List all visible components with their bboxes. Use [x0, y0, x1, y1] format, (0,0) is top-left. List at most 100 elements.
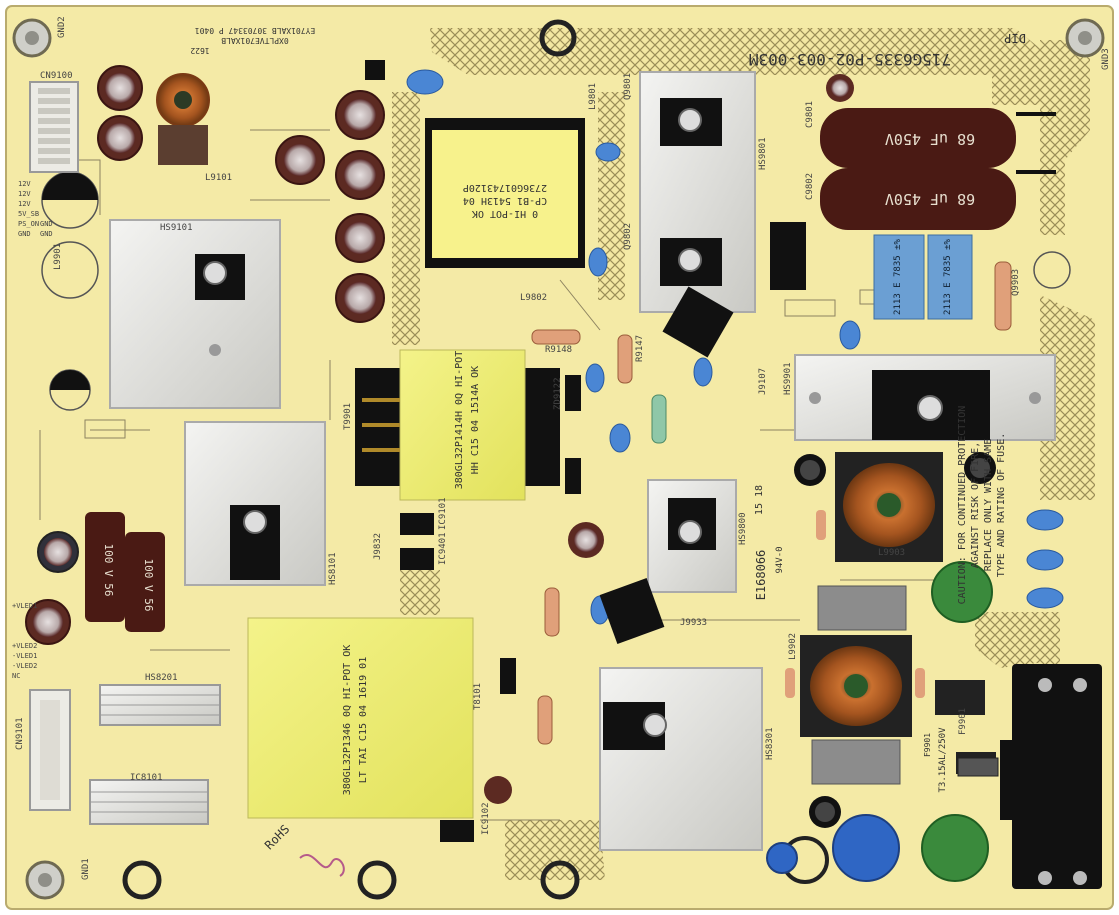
- label-cn9100: CN9100: [40, 71, 73, 81]
- label-f9901: F9901: [958, 708, 968, 735]
- label-flammability: 94V-0: [775, 546, 785, 573]
- transformer-t8101-text-1: 380GL32P1414H 0Q HI-POT: [454, 351, 465, 489]
- label-dip: DIP: [1004, 31, 1026, 45]
- label-c9802: C9802: [805, 173, 815, 200]
- x2-cap-text-1: 2113 E 7835 ±%: [893, 238, 903, 314]
- heatsink-hs9101: [109, 219, 281, 409]
- label-fuse-ref: F9901: [923, 733, 932, 757]
- y-capacitors: [406, 69, 1064, 625]
- label-q9801: Q9801: [623, 73, 633, 100]
- inductor-l9902: [800, 635, 912, 737]
- label-l9101: L9101: [205, 173, 232, 183]
- pin-label-4: 5V_SB: [18, 210, 39, 218]
- label-serial-small: 1622: [190, 46, 209, 55]
- transformer-t9901-text-1: 2736G01743120P: [463, 182, 547, 193]
- label-caution-1: CAUTION: FOR CONTINUED PROTECTION: [957, 406, 968, 605]
- label-j9107: J9107: [758, 368, 768, 395]
- label-zd9122: ZD9122: [553, 377, 563, 410]
- transformer-main-text-2: LT TAI C15 04 1619 01: [358, 657, 369, 783]
- label-c9801: C9801: [805, 101, 815, 128]
- inductor-l9101: [156, 73, 210, 165]
- led-label-5: NC: [12, 672, 20, 680]
- led-label-3: -VLED1: [12, 652, 37, 660]
- label-hs9801: HS9801: [758, 137, 768, 170]
- label-date-code: 15 18: [754, 485, 765, 515]
- led-label-4: -VLED2: [12, 662, 37, 670]
- pin-label-3: 12V: [18, 200, 31, 208]
- label-r9148: R9148: [545, 345, 572, 355]
- heatsink-hs9901: [794, 354, 1056, 441]
- heatsink-hs8201: [89, 684, 221, 825]
- x2-capacitors: 2113 E 7835 ±% 2113 E 7835 ±%: [873, 234, 973, 320]
- label-caution-2: AGAINST RISK OF FIRE,: [970, 442, 981, 568]
- label-cn9101: CN9101: [15, 717, 25, 750]
- label-r9147: R9147: [635, 335, 645, 362]
- connector-ac-input: [1000, 664, 1102, 889]
- pin-label-6: GND: [18, 230, 31, 238]
- heatsink-hs9800: [647, 479, 737, 593]
- heatsink-hs8101: [184, 421, 326, 586]
- label-l9801: L9801: [588, 83, 598, 110]
- label-j9933: J9933: [680, 618, 707, 628]
- label-serial-code: EY701XALB 30703347 P 0401: [195, 26, 316, 35]
- label-ic9102: IC9102: [481, 802, 491, 835]
- heatsink-hs8301: [599, 667, 763, 851]
- label-l9802: L9802: [520, 293, 547, 303]
- resistors: [531, 261, 1012, 745]
- varistors: [766, 561, 993, 882]
- connector-cn9100: [29, 81, 79, 173]
- label-gnd2: GND2: [57, 16, 67, 38]
- pin-label-2: 12V: [18, 190, 31, 198]
- label-serial-code-2: 0XPLTVE701XALB: [221, 36, 289, 45]
- label-ic9101: IC9101: [438, 497, 448, 530]
- electrolytic-capacitors: [25, 65, 996, 828]
- label-certification: E168066: [754, 550, 768, 601]
- led-label-1: +VLED1: [12, 602, 37, 610]
- pin-label-5: PS_ON: [18, 220, 39, 228]
- label-hs8101: HS8101: [328, 552, 338, 585]
- label-l9902: L9902: [788, 633, 798, 660]
- label-t8101: T8101: [473, 683, 483, 710]
- silkscreen-labels: 715G6335-P02-003-003M EY701XALB 30703347…: [12, 16, 1111, 880]
- label-l9903: L9903: [878, 548, 905, 558]
- gray-capacitors: [811, 585, 907, 785]
- label-part-number: 715G6335-P02-003-003M: [749, 50, 951, 69]
- transformer-main: 380GL32P1346 0Q HI-POT OK LT TAI C15 04 …: [247, 617, 474, 819]
- output-cap-text-1: 100 V 56: [102, 544, 115, 597]
- transformer-t9901-text-2: CP-B1 5413H 04: [463, 195, 547, 206]
- pin-label-7: GND: [40, 230, 53, 238]
- label-gnd3: GND3: [1101, 48, 1111, 70]
- transformer-t9901: 2736G01743120P CP-B1 5413H 04 0 HI-POT O…: [425, 118, 585, 268]
- bulk-cap-text-2: 68 uF 450V: [885, 190, 975, 208]
- label-q9903: Q9903: [1011, 269, 1021, 296]
- bulk-cap-text-1: 68 uF 450V: [885, 130, 975, 148]
- label-q9802: Q9802: [623, 223, 633, 250]
- label-ic9401: IC9401: [438, 532, 448, 565]
- transformer-main-text-1: 380GL32P1346 0Q HI-POT OK: [342, 645, 353, 796]
- connector-cn9101: [29, 689, 71, 811]
- transformer-t8101-text-2: HH C15 04 1514A OK: [470, 366, 481, 474]
- pin-label-1: 12V: [18, 180, 31, 188]
- inductor-l9903: [835, 452, 943, 562]
- marker-scribble: [299, 854, 345, 877]
- label-caution-3: REPLACE ONLY WITH SAME: [983, 439, 994, 571]
- label-hs8301: HS8301: [765, 727, 775, 760]
- x2-cap-text-2: 2113 E 7835 ±%: [943, 238, 953, 314]
- transformer-t9901-text-3: 0 HI-POT OK: [472, 208, 538, 219]
- label-l9901: L9901: [53, 243, 63, 270]
- transformer-t8101: 380GL32P1414H 0Q HI-POT HH C15 04 1514A …: [355, 349, 560, 501]
- label-hs9101: HS9101: [160, 223, 193, 233]
- label-hs9800: HS9800: [738, 512, 748, 545]
- led-label-2: +VLED2: [12, 642, 37, 650]
- label-caution-4: TYPE AND RATING OF FUSE.: [996, 433, 1007, 578]
- label-hs9901: HS9901: [783, 362, 793, 395]
- output-cap-text-2: 100 V 56: [142, 559, 155, 612]
- label-hs8201: HS8201: [145, 673, 178, 683]
- mounting-holes: [12, 18, 1105, 900]
- label-ic8101: IC8101: [130, 773, 163, 783]
- label-fuse-rating: T3.15AL/250V: [938, 727, 948, 793]
- pin-label-8: GND: [40, 220, 53, 228]
- label-j9832: J9832: [373, 533, 383, 560]
- heatsink-hs9801: [639, 71, 756, 313]
